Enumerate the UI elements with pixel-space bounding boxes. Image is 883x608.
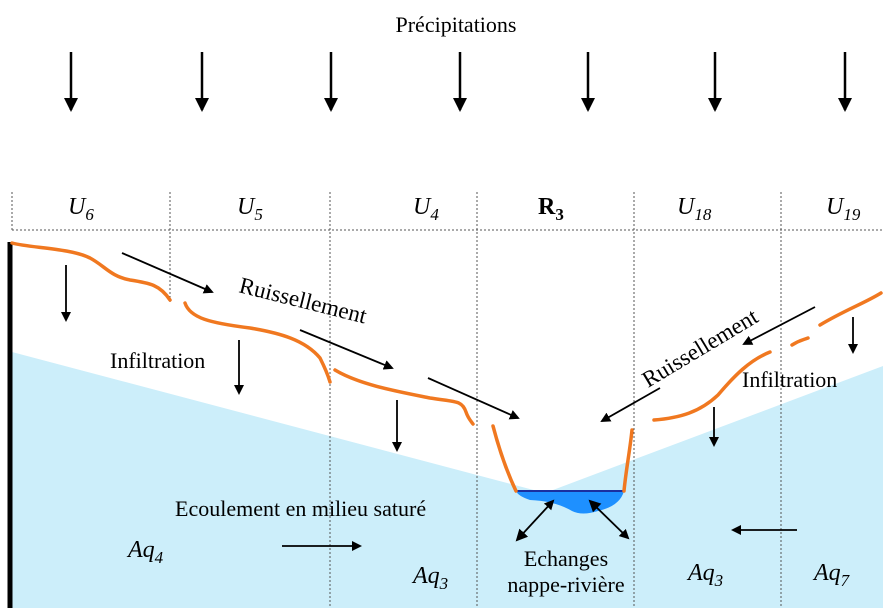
unit-label-r3: R3 — [538, 194, 564, 224]
aquifer-label-aq3-right: Aq3 — [686, 560, 723, 590]
runoff-arrow — [427, 377, 520, 420]
saturated-flow-arrows — [282, 525, 797, 551]
runoff-arrow — [600, 387, 661, 422]
runoff-arrow — [299, 329, 394, 370]
aquifer-labels: Aq4 Aq3 Aq3 Aq7 — [126, 537, 851, 593]
exchange-arrow — [515, 499, 555, 542]
exchange-label-line1: Echanges — [524, 546, 608, 571]
unit-labels: U6 U5 U4 R3 U18 U19 — [68, 194, 861, 224]
unit-label-u4: U4 — [413, 194, 439, 224]
infiltration-arrows — [61, 265, 858, 452]
runoff-label-left: Ruissellement — [237, 273, 370, 329]
runoff-arrow — [742, 306, 816, 345]
infiltration-label-right: Infiltration — [742, 367, 837, 392]
exchange-arrows — [515, 499, 630, 542]
infiltration-label-left: Infiltration — [110, 348, 205, 373]
unit-label-u18: U18 — [677, 194, 712, 224]
aquifer-label-aq7: Aq7 — [812, 560, 851, 590]
diagram-title: Précipitations — [396, 12, 517, 37]
unit-label-u5: U5 — [237, 194, 263, 224]
ground-surface — [10, 241, 883, 493]
unit-label-u6: U6 — [68, 194, 94, 224]
aquifer-label-aq3-left: Aq3 — [411, 563, 448, 593]
exchange-arrow — [588, 499, 630, 540]
runoff-arrows — [121, 252, 816, 422]
runoff-arrow — [121, 252, 214, 294]
aquifer-label-aq4: Aq4 — [126, 537, 164, 567]
column-dividers — [11, 192, 883, 608]
precipitation-arrows — [64, 52, 852, 112]
exchange-label-line2: nappe-rivière — [507, 572, 624, 597]
aquifer-zone — [12, 352, 883, 608]
unit-label-u19: U19 — [826, 194, 861, 224]
saturated-flow-label: Ecoulement en milieu saturé — [175, 496, 426, 521]
